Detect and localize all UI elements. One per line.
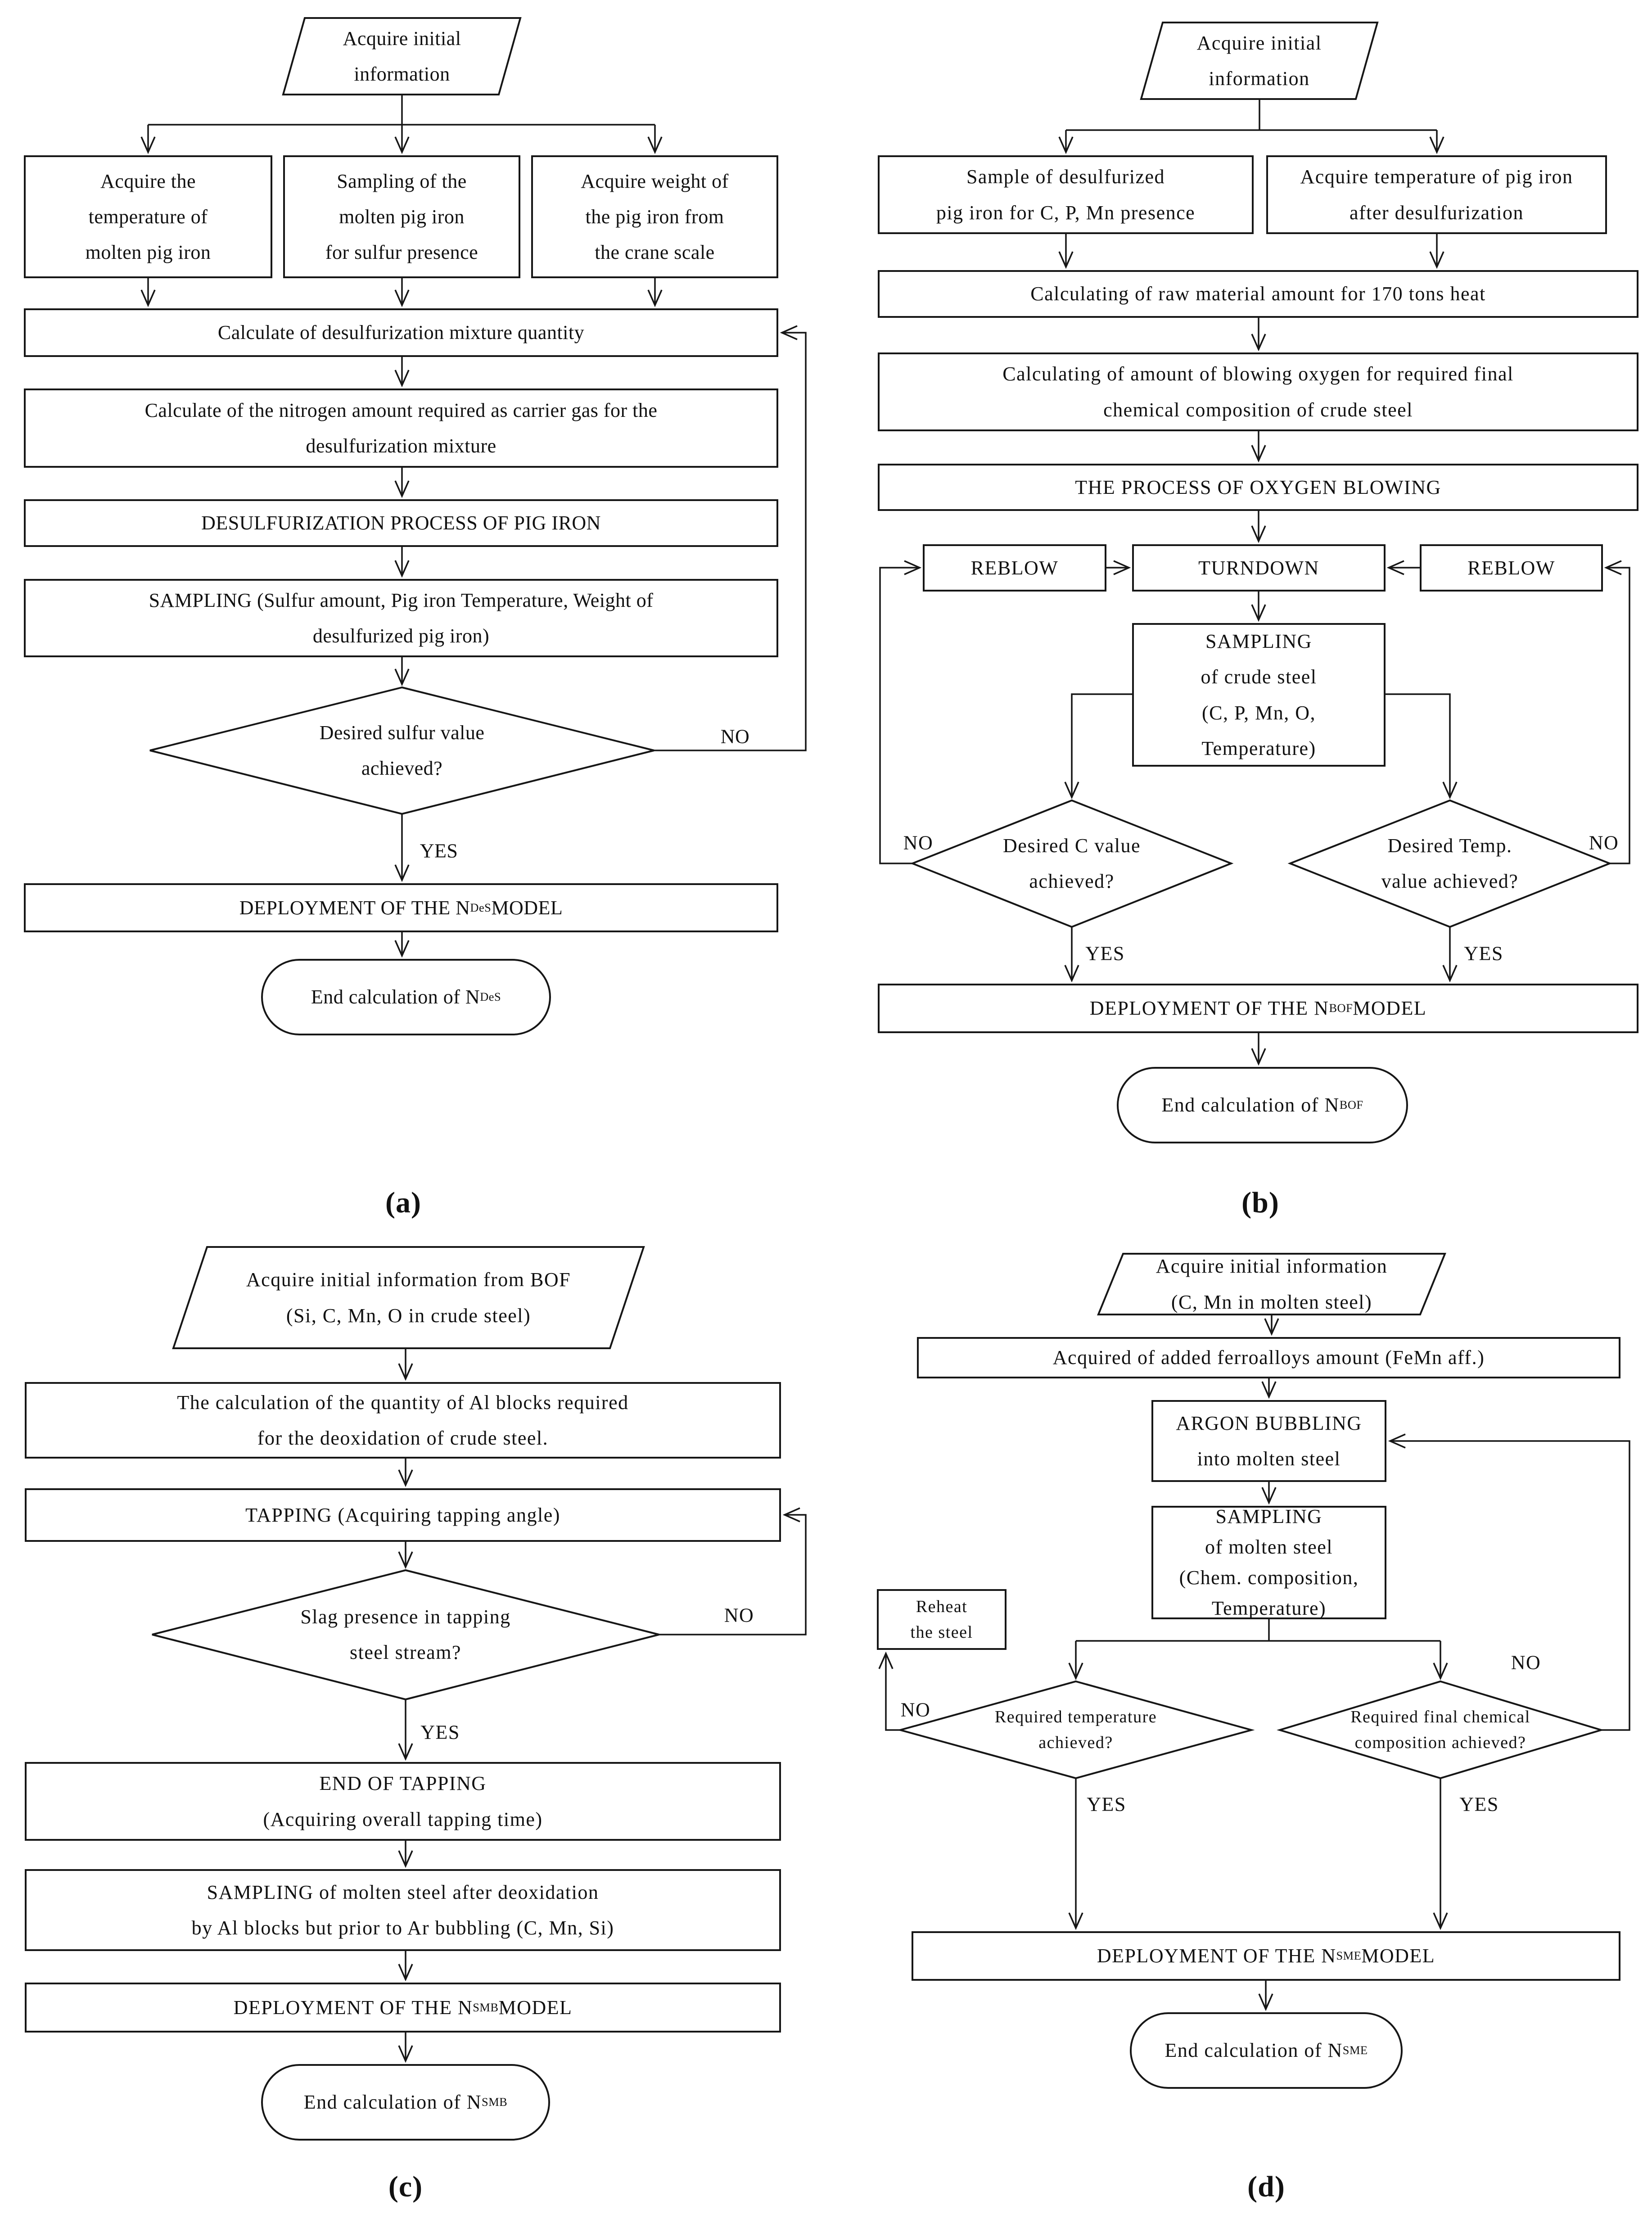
process-blowing-oxygen: Calculating of amount of blowing oxygen … (878, 352, 1638, 431)
yes-label-a: YES (420, 840, 458, 862)
yes-label-d-right: YES (1459, 1793, 1499, 1816)
decision-required-chem-text: Required final chemical composition achi… (1350, 1708, 1530, 1752)
process-argon-bubbling: ARGON BUBBLING into molten steel (1151, 1400, 1386, 1482)
yes-label-c: YES (420, 1721, 460, 1744)
no-label-b-right: NO (1589, 831, 1619, 854)
start-node-b: Acquire initial information (1196, 32, 1322, 90)
yes-label-b-left: YES (1085, 942, 1125, 965)
process-desulfurization: DESULFURIZATION PROCESS OF PIG IRON (24, 499, 778, 547)
process-reblow-right: REBLOW (1420, 544, 1603, 592)
process-mixture-quantity: Calculate of desulfurization mixture qua… (24, 308, 778, 357)
panel-label-c: (c) (388, 2170, 423, 2203)
no-label-a: NO (720, 725, 750, 748)
no-loop-b-right (1606, 568, 1630, 864)
process-sampling-molten-steel-c: SAMPLING of molten steel after deoxidati… (25, 1869, 781, 1951)
no-loop-a (654, 333, 807, 751)
panel-label-d: (d) (1247, 2170, 1285, 2203)
no-loop-b-left (879, 568, 920, 864)
process-sampling-molten-steel-d: SAMPLING of molten steel (Chem. composit… (1151, 1505, 1386, 1619)
process-acquire-temperature: Acquire the temperature of molten pig ir… (24, 155, 272, 278)
process-end-tapping: END OF TAPPING (Acquiring overall tappin… (25, 1762, 781, 1841)
process-acquire-temp-b: Acquire temperature of pig iron after de… (1266, 155, 1607, 234)
start-node-c: Acquire initial information from BOF (Si… (246, 1269, 571, 1327)
process-raw-material: Calculating of raw material amount for 1… (878, 270, 1638, 318)
start-parallelogram-d (1097, 1253, 1446, 1315)
no-label-d-right: NO (1511, 1651, 1541, 1674)
panel-d-wires (886, 1253, 1630, 2009)
process-sampling-a: SAMPLING (Sulfur amount, Pig iron Temper… (24, 579, 778, 657)
panel-b-wires (879, 22, 1630, 1064)
process-acquire-weight: Acquire weight of the pig iron from the … (531, 155, 778, 278)
process-reheat-steel: Reheat the steel (877, 1589, 1007, 1650)
decision-sulfur-text: Desired sulfur value achieved? (319, 721, 485, 779)
start-parallelogram-c (172, 1246, 645, 1349)
no-label-b-left: NO (903, 831, 934, 854)
process-sampling-crude-steel: SAMPLING of crude steel (C, P, Mn, O, Te… (1132, 623, 1386, 767)
start-parallelogram-b (1140, 22, 1379, 100)
panel-a-wires (148, 17, 807, 956)
process-reblow-left: REBLOW (923, 544, 1106, 592)
yes-label-b-right: YES (1464, 942, 1503, 965)
process-turndown: TURNDOWN (1132, 544, 1386, 592)
decision-c-value-text: Desired C value achieved? (1003, 834, 1141, 892)
start-node-d: Acquire initial information (C, Mn in mo… (1155, 1255, 1388, 1313)
process-oxygen-blowing: THE PROCESS OF OXYGEN BLOWING (878, 464, 1638, 511)
panel-label-b: (b) (1241, 1186, 1279, 1219)
process-ferroalloys: Acquired of added ferroalloys amount (Fe… (917, 1337, 1620, 1378)
start-node-a: Acquire initial information (343, 27, 461, 85)
process-nitrogen-amount: Calculate of the nitrogen amount require… (24, 388, 778, 468)
no-loop-d-left (886, 1653, 900, 1731)
panel-label-a: (a) (385, 1186, 421, 1219)
process-sampling-sulfur: Sampling of the molten pig iron for sulf… (283, 155, 520, 278)
start-parallelogram-a (282, 17, 522, 95)
process-al-blocks: The calculation of the quantity of Al bl… (25, 1382, 781, 1459)
decision-required-temp-text: Required temperature achieved? (994, 1708, 1157, 1752)
decision-temp-value-text: Desired Temp. value achieved? (1381, 834, 1519, 892)
process-sample-cpmn: Sample of desulfurized pig iron for C, P… (878, 155, 1254, 234)
no-loop-c (659, 1515, 807, 1635)
no-label-c: NO (724, 1604, 754, 1626)
no-loop-d-right (1390, 1441, 1630, 1731)
process-tapping: TAPPING (Acquiring tapping angle) (25, 1488, 781, 1542)
no-label-d-left: NO (900, 1699, 931, 1721)
decision-slag-text: Slag presence in tapping steel stream? (300, 1605, 511, 1663)
panel-c-wires (152, 1246, 807, 2061)
yes-label-d-left: YES (1087, 1793, 1126, 1816)
